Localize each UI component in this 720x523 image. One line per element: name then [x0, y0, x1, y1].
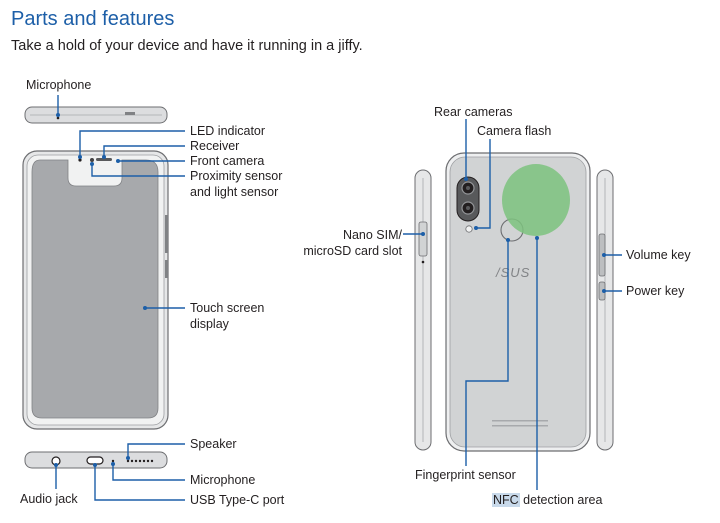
label-proximity-sensor: Proximity sensor [190, 169, 283, 183]
usb-c-port [86, 456, 104, 465]
label-power-key: Power key [626, 284, 685, 298]
camera-flash [465, 225, 473, 233]
rear-callout-dots [421, 177, 606, 293]
label-touch-screen: Touch screen [190, 301, 265, 315]
label-rear-cameras: Rear cameras [434, 105, 513, 119]
page-title: Parts and features [11, 8, 175, 30]
label-camera-flash: Camera flash [477, 124, 552, 138]
label-volume-key: Volume key [626, 248, 691, 262]
nfc-area [502, 164, 570, 236]
touch-screen [31, 159, 159, 419]
phone-back: /SUS [445, 152, 591, 452]
front-callout-dots [54, 113, 147, 467]
phone-bottom-edge [24, 451, 168, 469]
label-speaker: Speaker [190, 437, 237, 451]
label-top-microphone: Microphone [26, 78, 92, 92]
speaker-holes [126, 459, 154, 463]
phone-front [22, 150, 169, 430]
phone-top-edge [24, 106, 168, 124]
receiver-slot [96, 158, 112, 161]
phone-right-side [596, 169, 614, 451]
label-usb-port: USB Type-C port [190, 493, 285, 507]
label-bottom-microphone: Microphone [190, 473, 256, 487]
rear-callout-lines [403, 119, 622, 490]
led-dot [78, 158, 82, 162]
label-light-sensor: and light sensor [190, 185, 279, 199]
label-nfc-area: NFC detection area [492, 493, 602, 508]
label-nano-sim: Nano SIM/ [342, 228, 402, 242]
front-camera-lens [90, 158, 94, 162]
asus-logo: /SUS [495, 265, 530, 280]
nfc-highlight: NFC [492, 493, 520, 507]
label-receiver: Receiver [190, 139, 240, 153]
sim-tray [418, 221, 428, 257]
phone-left-side [414, 169, 432, 451]
label-led-indicator: LED indicator [190, 124, 266, 138]
page-subtitle: Take a hold of your device and have it r… [11, 38, 363, 54]
label-microsd-slot: microSD card slot [303, 244, 402, 258]
top-microphone-hole [56, 116, 60, 120]
front-callout-lines [55, 95, 185, 501]
label-fingerprint-sensor: Fingerprint sensor [415, 468, 516, 482]
label-display: display [190, 317, 229, 331]
label-audio-jack: Audio jack [20, 492, 78, 506]
label-front-camera: Front camera [190, 154, 265, 168]
nfc-label-suffix: detection area [519, 493, 603, 507]
